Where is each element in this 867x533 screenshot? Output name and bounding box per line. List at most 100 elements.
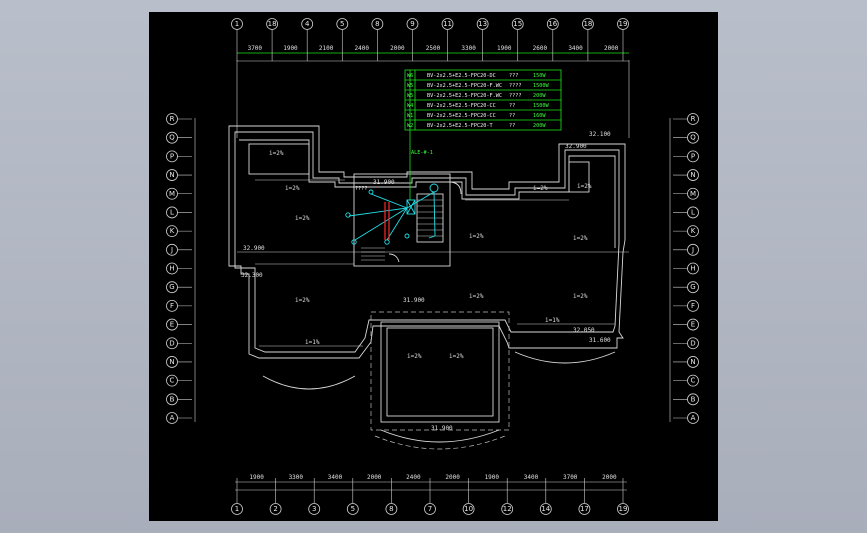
door-swing [448,181,462,195]
grid-bubble: 11 [441,18,454,30]
room-label: ???? [355,186,368,192]
grid-bubble-label: D [690,339,695,347]
central-bay-core [386,327,494,417]
room-label: i=2% [269,150,284,157]
panel-row-spec: BV-2x2.5+E2.5-FPC20-T [427,123,493,129]
grid-bubble-label: N [169,171,174,179]
inner-wall [234,131,620,353]
grid-bubble: A [166,412,178,424]
grid-bubble-label: 2 [273,505,277,513]
grid-bubble: H [166,262,178,275]
stair-core [353,173,451,267]
grid-bubble-label: F [170,302,174,310]
grid-bubble: E [687,318,699,331]
central-bay-dashed [370,311,510,431]
grid-bubble: 15 [511,18,524,30]
grid-bubble: R [687,113,699,125]
panel-row-power: 200W [533,93,546,99]
central-bay-arc [380,429,500,443]
panel-row-note: ?? [509,103,515,109]
room-label: i=2% [407,353,422,360]
elevation-label: 31.900 [373,179,395,186]
grid-bubble-label: H [169,265,174,273]
grid-bubble-label: 18 [268,20,277,28]
grid-bubble-label: K [170,227,175,235]
grid-bubble: 1 [231,503,243,515]
grid-bubble: L [687,206,699,219]
grid-bubble-label: D [169,339,174,347]
dimension-label: 2000 [390,45,405,52]
panel-row-id: W4 [407,103,413,109]
grid-bubble: 18 [266,18,278,30]
stair-steps [361,199,443,261]
grid-bubble: 5 [336,18,349,30]
grid-bubble-label: A [691,414,696,422]
grid-bubble-label: P [170,152,174,160]
grid-bubble: 19 [617,503,629,515]
panel-row-id: W1 [407,113,413,119]
grid-bubble: L [166,206,178,219]
grid-bubble: C [687,374,699,387]
grid-bubble: 4 [301,18,314,30]
room-label: i=2% [573,293,588,300]
room-label: i=2% [449,353,464,360]
grid-bubble-label: G [690,283,695,291]
grid-bubble-label: 8 [375,20,379,28]
grid-bubble-label: 3 [312,505,316,513]
left-balcony-arc [262,375,356,390]
grid-bubble-label: M [690,190,696,198]
grid-bubble: G [687,281,699,294]
dimension-label: 2100 [319,45,334,52]
grid-bubble: R [166,113,178,125]
dimension-label: 2500 [426,45,441,52]
grid-bubble-label: G [169,283,174,291]
grid-bubble: 3 [308,503,321,515]
room-label: i=2% [295,215,310,222]
grid-bubble: 18 [582,18,594,30]
grid-bubble-label: R [170,115,175,123]
panel-row-power: 1500W [533,83,549,89]
grid-bubble-label: R [691,115,696,123]
dimension-label: 2600 [533,45,548,52]
dimension-label: 3300 [289,474,304,481]
grid-bubble-label: N [690,171,695,179]
panel-row-spec: BV-2x2.5+E2.5-FPC20-CC [427,103,496,109]
grid-bubble: M [166,187,178,200]
dimension-label: 3700 [248,45,263,52]
elevation-label: 31.600 [589,337,611,344]
grid-bubble-label: F [691,302,695,310]
grid-bubble: A [687,412,699,424]
outlet-icon [404,233,410,239]
grid-bubble-label: 10 [464,505,473,513]
central-bay-inner [380,321,500,423]
grid-bubble-label: 7 [428,505,432,513]
grid-bubble: H [687,262,699,275]
grid-bubble: 14 [539,503,552,515]
grid-bubble-label: 1 [235,505,239,513]
grid-bubble: E [166,318,178,331]
grid-bubble: F [166,299,178,312]
panel-row-id: W5 [407,93,413,99]
grid-bubble-label: B [170,395,175,403]
grid-bubble: J [687,243,699,256]
grid-bubble-label: K [691,227,696,235]
grid-bubble: K [166,225,178,238]
panel-row-id: W6 [407,73,413,79]
grid-bubble: B [166,393,178,406]
grid-bubble-label: 12 [503,505,512,513]
grid-bubble: N [166,169,178,181]
grid-bubble-label: 4 [305,20,310,28]
grid-bubble: 19 [617,18,629,30]
elevation-label: 31.900 [431,425,453,432]
grid-bubble-label: J [691,246,694,254]
dimension-label: 3400 [328,474,343,481]
switch-icon [345,212,351,218]
grid-bubble-label: P [691,152,695,160]
grid-bubble-label: 14 [541,505,550,513]
grid-bubble-label: C [170,377,175,385]
room-label: i=2% [295,297,310,304]
dimension-label: 3400 [568,45,583,52]
